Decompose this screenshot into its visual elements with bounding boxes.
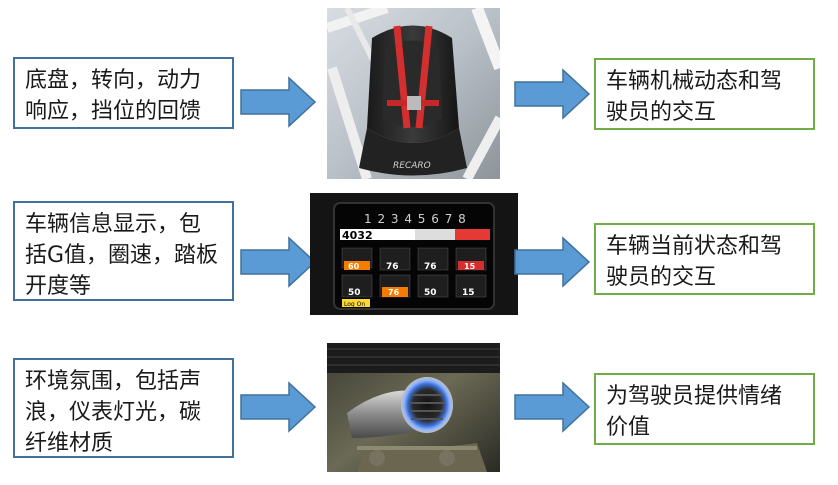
output-text: 车辆机械动态和驾驶员的交互 <box>606 69 783 125</box>
rpm-readout: 4032 <box>342 229 373 242</box>
gauge-value: 76 <box>388 288 400 297</box>
seat-brand-logo: RECARO <box>393 161 431 171</box>
racing-seat-photo: RECARO <box>327 8 500 179</box>
dashboard-display-photo: 1 2 3 4 5 6 7 8 4032 60 76 76 15 50 76 5… <box>310 193 518 315</box>
gear-numbers: 1 2 3 4 5 6 7 8 <box>364 212 467 226</box>
input-box-chassis-feedback: 底盘，转向，动力响应，挡位的回馈 <box>13 57 234 129</box>
input-text: 底盘，转向，动力响应，挡位的回馈 <box>25 68 202 124</box>
output-box-mechanical-interaction: 车辆机械动态和驾驶员的交互 <box>594 58 815 130</box>
input-text: 环境氛围，包括声浪，仪表灯光，碳纤维材质 <box>25 369 202 456</box>
gauge-value: 76 <box>424 262 437 272</box>
arrow-right-icon <box>240 236 317 288</box>
gauge-value: 76 <box>386 262 399 272</box>
gauge-value: 50 <box>424 288 437 298</box>
input-text: 车辆信息显示，包括G值，圈速，踏板开度等 <box>25 212 219 299</box>
output-box-state-interaction: 车辆当前状态和驾驶员的交互 <box>594 223 815 295</box>
arrow-right-icon <box>240 381 317 433</box>
gauge-value: 60 <box>348 262 360 271</box>
output-text: 为驾驶员提供情绪价值 <box>606 384 783 440</box>
output-text: 车辆当前状态和驾驶员的交互 <box>606 234 783 290</box>
arrow-right-icon <box>514 381 591 433</box>
log-badge: Log On <box>344 301 365 308</box>
gauge-value: 50 <box>348 288 361 298</box>
gauge-value: 15 <box>464 262 476 271</box>
output-box-emotional-value: 为驾驶员提供情绪价值 <box>594 373 815 445</box>
arrow-right-icon <box>240 76 317 128</box>
exhaust-pipe-photo <box>327 343 500 472</box>
input-box-info-display: 车辆信息显示，包括G值，圈速，踏板开度等 <box>13 201 234 301</box>
arrow-right-icon <box>514 236 591 288</box>
input-box-ambience: 环境氛围，包括声浪，仪表灯光，碳纤维材质 <box>13 358 234 458</box>
gauge-value: 15 <box>462 288 475 298</box>
arrow-right-icon <box>514 68 591 120</box>
gauge-tiles: 60 76 76 15 50 76 50 15 <box>341 247 487 298</box>
